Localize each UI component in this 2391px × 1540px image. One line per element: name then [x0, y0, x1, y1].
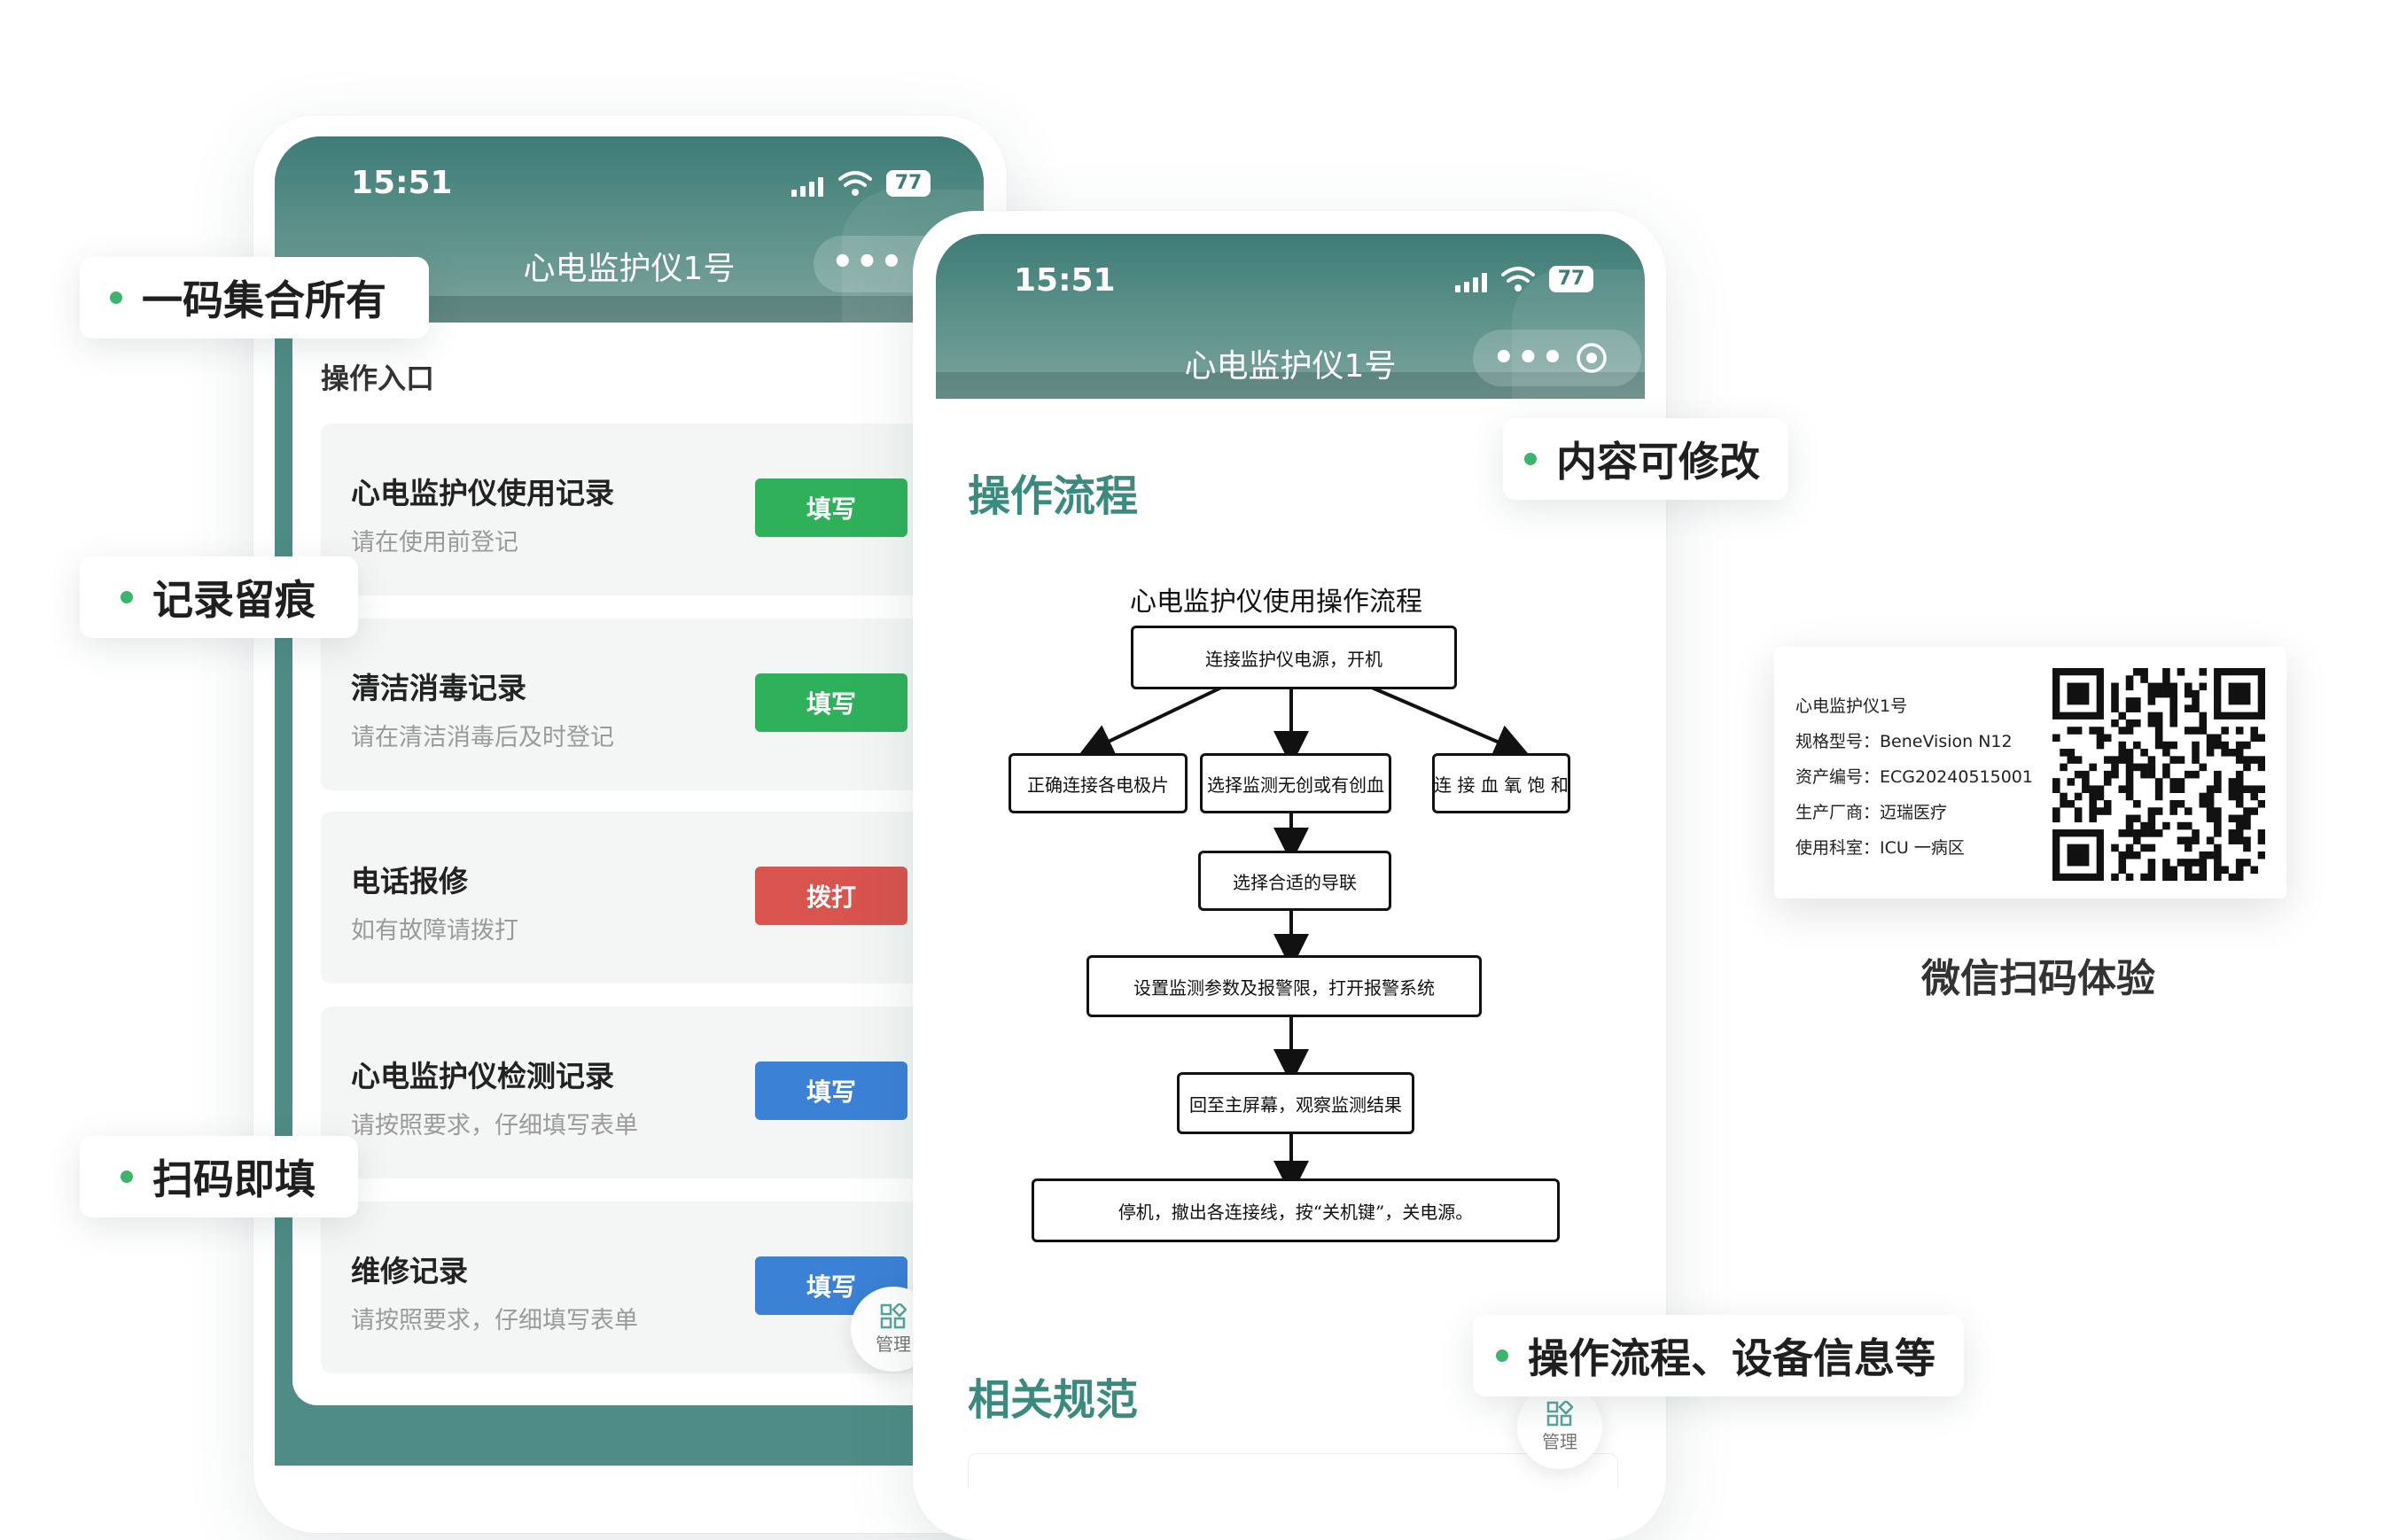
bullet-dot	[110, 292, 122, 304]
card-subtitle: 请按照要求，仔细填写表单	[351, 1112, 638, 1139]
bullet-dot	[1524, 453, 1537, 465]
scan-caption: 微信扫码体验	[1921, 956, 2155, 1001]
card-phone-repair[interactable]: 电话报修 如有故障请拨打 拨打	[321, 812, 923, 984]
tag-text: 操作流程、设备信息等	[1528, 1334, 1935, 1382]
manage-label: 管理	[876, 1333, 911, 1355]
device-manufacturer: 生产厂商：迈瑞医疗	[1795, 803, 1948, 822]
manage-label: 管理	[1542, 1430, 1577, 1452]
fill-button[interactable]: 填写	[755, 478, 907, 537]
card-subtitle: 请按照要求，仔细填写表单	[351, 1307, 638, 1334]
related-specs-title: 相关规范	[968, 1375, 1139, 1425]
left-more-icon[interactable]: •••	[831, 242, 905, 283]
tag-text: 一码集合所有	[142, 276, 386, 324]
grid-icon	[880, 1303, 907, 1328]
right-phone-header	[936, 234, 1645, 399]
fill-button[interactable]: 填写	[755, 673, 907, 732]
fill-button[interactable]: 填写	[755, 1062, 907, 1120]
flow-step-electrodes: 正确连接各电极片	[1009, 753, 1188, 813]
flow-step-lead: 选择合适的导联	[1198, 851, 1391, 911]
right-capsule-menu[interactable]	[1473, 330, 1641, 386]
flow-step-spo2: 连 接 血 氧 饱 和	[1432, 753, 1570, 813]
left-status-time: 15:51	[351, 165, 453, 201]
right-battery-icon: 77	[1549, 266, 1593, 292]
tag-scan-fill: 扫码即填	[80, 1136, 358, 1217]
card-title: 清洁消毒记录	[351, 671, 526, 705]
flowchart-connectors	[1077, 686, 1530, 1196]
device-name: 心电监护仪1号	[1795, 696, 1908, 716]
left-battery-icon: 77	[886, 170, 931, 197]
flowchart-title: 心电监护仪使用操作流程	[1130, 587, 1422, 618]
device-department: 使用科室：ICU 一病区	[1795, 838, 1965, 858]
card-maintenance-record[interactable]: 维修记录 请按照要求，仔细填写表单 填写	[321, 1202, 923, 1373]
left-signal-icon	[791, 175, 823, 197]
left-section-label: 操作入口	[321, 362, 435, 395]
bullet-dot	[121, 1171, 133, 1183]
card-subtitle: 请在使用前登记	[351, 529, 518, 556]
tag-text: 扫码即填	[152, 1155, 315, 1203]
flow-step-alarms: 设置监测参数及报警限，打开报警系统	[1086, 955, 1482, 1017]
card-inspection-record[interactable]: 心电监护仪检测记录 请按照要求，仔细填写表单 填写	[321, 1007, 923, 1178]
card-title: 维修记录	[351, 1254, 468, 1288]
left-nav-title: 心电监护仪1号	[523, 251, 736, 287]
device-qr-card: 心电监护仪1号 规格型号：BeneVision N12 资产编号：ECG2024…	[1774, 647, 2286, 898]
tag-text: 记录留痕	[152, 576, 315, 624]
specs-list-top	[968, 1453, 1618, 1489]
flow-step-shutdown: 停机，撤出各连接线，按“关机键”，关电源。	[1032, 1178, 1560, 1242]
tag-text: 内容可修改	[1556, 438, 1760, 486]
flow-step-bp-mode: 选择监测无创或有创血	[1200, 753, 1391, 813]
right-status-time: 15:51	[1014, 262, 1116, 299]
right-manage-button[interactable]: 管理	[1517, 1384, 1602, 1469]
tag-one-code-all: 一码集合所有	[80, 257, 429, 338]
card-title: 心电监护仪检测记录	[351, 1059, 614, 1093]
tag-editable: 内容可修改	[1503, 418, 1788, 500]
right-signal-icon	[1455, 271, 1487, 292]
call-button[interactable]: 拨打	[755, 867, 907, 925]
tag-record-trace: 记录留痕	[80, 556, 358, 638]
left-wifi-icon	[838, 171, 872, 196]
card-usage-record[interactable]: 心电监护仪使用记录 请在使用前登记 填写	[321, 424, 923, 595]
bullet-dot	[121, 591, 133, 603]
card-subtitle: 请在清洁消毒后及时登记	[351, 724, 614, 751]
right-nav-title: 心电监护仪1号	[1184, 348, 1397, 385]
device-asset-no: 资产编号：ECG20240515001	[1795, 767, 2033, 787]
card-subtitle: 如有故障请拨打	[351, 917, 518, 945]
card-disinfection-record[interactable]: 清洁消毒记录 请在清洁消毒后及时登记 填写	[321, 618, 923, 790]
qr-code-icon[interactable]	[2052, 668, 2265, 881]
bullet-dot	[1496, 1349, 1508, 1362]
tag-process-info: 操作流程、设备信息等	[1473, 1315, 1964, 1396]
card-title: 心电监护仪使用记录	[351, 476, 614, 510]
card-title: 电话报修	[351, 864, 468, 898]
grid-icon	[1546, 1400, 1573, 1426]
close-target-icon[interactable]	[1576, 342, 1608, 374]
right-wifi-icon	[1501, 267, 1535, 292]
right-more-icon[interactable]: •••	[1492, 338, 1566, 378]
operation-flow-title: 操作流程	[968, 471, 1139, 521]
device-spec: 规格型号：BeneVision N12	[1795, 732, 2013, 751]
flow-step-observe: 回至主屏幕，观察监测结果	[1177, 1072, 1414, 1134]
flow-step-power-on: 连接监护仪电源，开机	[1131, 626, 1457, 689]
